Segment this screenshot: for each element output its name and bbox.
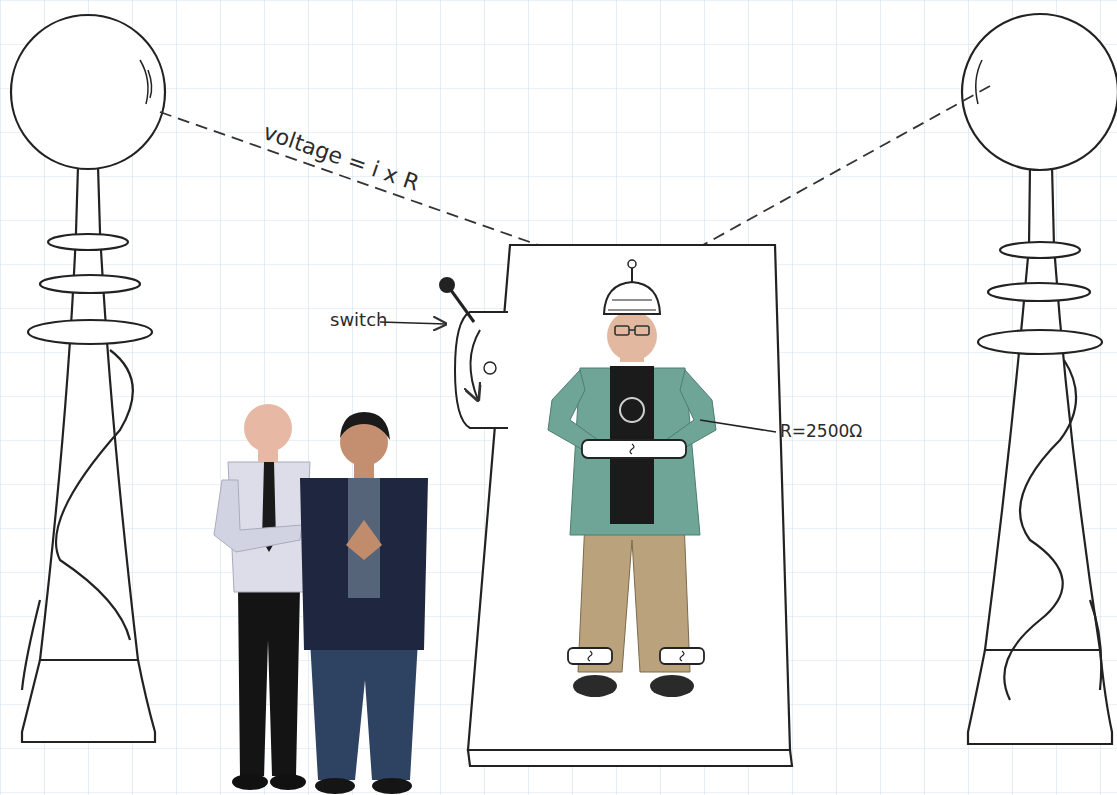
- head: [244, 404, 292, 452]
- switch-arrow: [470, 330, 480, 400]
- coil-ring: [988, 283, 1090, 301]
- helmet-detail: [608, 300, 656, 310]
- coil-tower: [985, 166, 1100, 650]
- helmet: [604, 282, 660, 314]
- shoe: [372, 778, 412, 794]
- coil-tower: [40, 166, 138, 660]
- formula-label: voltage = i x R: [260, 120, 422, 196]
- switch-symbol: [484, 362, 496, 374]
- strap: [582, 440, 686, 458]
- coil-ring: [40, 275, 140, 293]
- buckle: [588, 444, 684, 661]
- voltage-line: [160, 112, 598, 266]
- shoe: [232, 774, 268, 790]
- value-label: R=2500Ω: [780, 422, 862, 441]
- coil-sphere: [962, 14, 1117, 170]
- shoe: [573, 675, 617, 697]
- switch-housing: [455, 312, 508, 428]
- jeans: [310, 640, 418, 780]
- helmet-antenna: [631, 268, 633, 282]
- coil-wire: [22, 350, 133, 690]
- t-shirt-print: [620, 398, 644, 422]
- clasped-hands: [346, 520, 382, 560]
- part-label: switch: [330, 310, 387, 330]
- sphere-highlight: [976, 60, 982, 104]
- antenna-tip: [628, 260, 636, 268]
- head: [607, 311, 657, 361]
- coil-ring: [48, 234, 128, 250]
- leader-line: [700, 420, 776, 432]
- coil-base: [22, 660, 155, 742]
- trousers: [238, 588, 300, 776]
- leader-line: [380, 322, 446, 324]
- voltage-lines: [160, 86, 990, 270]
- tesla-coil-left: [11, 15, 165, 742]
- shoe: [270, 774, 306, 790]
- coil-ring: [28, 320, 152, 344]
- tesla-coil-right: [962, 14, 1117, 744]
- coil-ring: [1000, 242, 1080, 258]
- booth-frame: [468, 245, 790, 750]
- coil-wire: [1004, 360, 1101, 700]
- neck: [354, 460, 374, 478]
- neck: [258, 446, 278, 462]
- restraints: [568, 440, 704, 664]
- shoe: [315, 778, 355, 794]
- glasses: [615, 326, 649, 335]
- test-subject: [548, 260, 776, 697]
- hair: [340, 412, 390, 440]
- observer: [300, 412, 428, 794]
- jacket: [300, 478, 428, 650]
- switch-handle: [448, 286, 474, 322]
- booth: [468, 245, 792, 766]
- coil-base: [968, 650, 1112, 744]
- coil-sphere: [11, 15, 165, 169]
- neck: [620, 350, 644, 362]
- crossed-arms: [214, 480, 302, 552]
- voltage-line: [658, 86, 990, 270]
- switch-knob: [440, 278, 454, 292]
- observer: [214, 404, 310, 790]
- coil-ring: [978, 330, 1102, 354]
- sphere-highlight: [140, 60, 152, 104]
- switch-lever: [380, 278, 508, 428]
- booth-base: [468, 750, 792, 766]
- shoe: [650, 675, 694, 697]
